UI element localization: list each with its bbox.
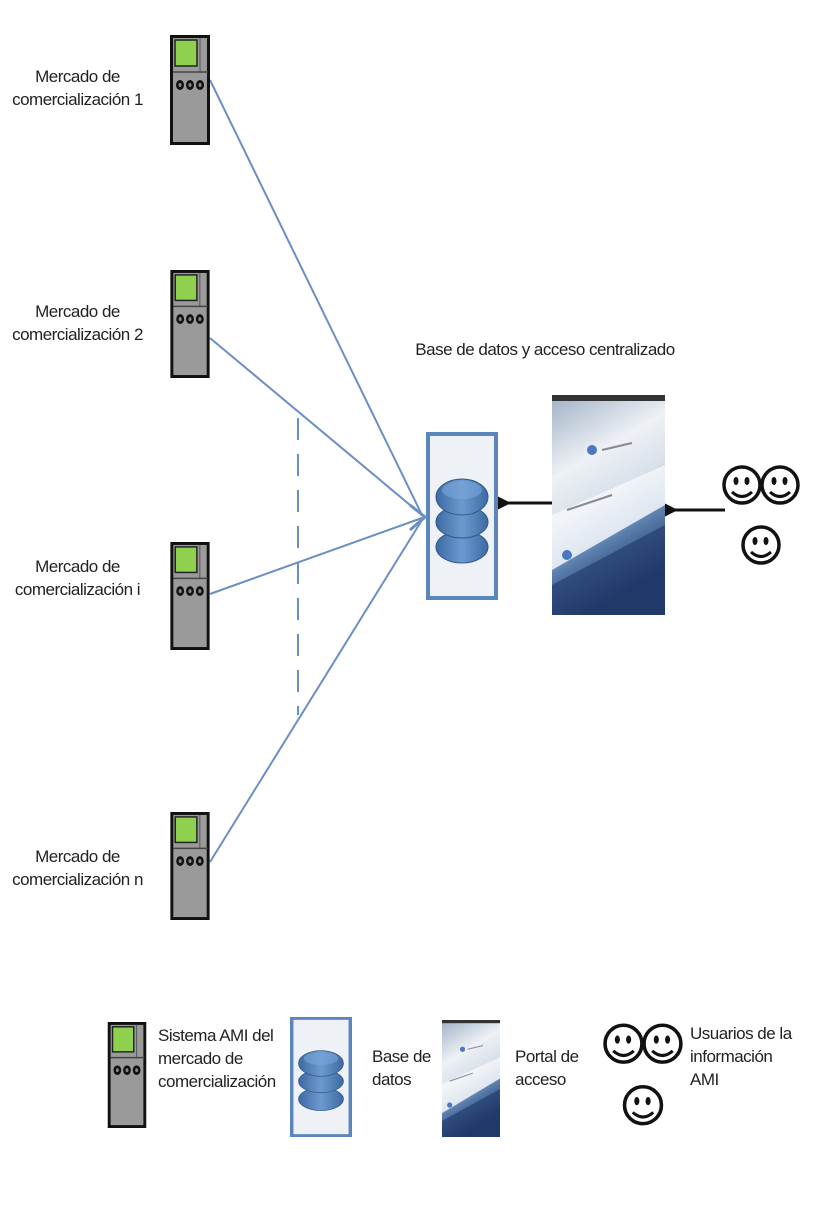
legend-database-icon bbox=[290, 1017, 352, 1137]
legend-portal-label: Portal de acceso bbox=[515, 1045, 579, 1091]
database-icon bbox=[426, 432, 498, 600]
legend-line: información bbox=[690, 1047, 773, 1066]
legend-line: Portal de bbox=[515, 1047, 579, 1066]
legend-users-icon bbox=[603, 1012, 685, 1142]
legend-meter-icon bbox=[107, 1022, 147, 1128]
legend-portal-icon bbox=[442, 1020, 500, 1137]
ami-meter-icon bbox=[170, 812, 210, 920]
connector-market-n bbox=[209, 519, 423, 863]
market-label-1: Mercado de comercialización 1 bbox=[0, 65, 155, 111]
ami-meter-icon bbox=[170, 542, 210, 650]
market-label-line: comercialización 1 bbox=[12, 90, 143, 109]
market-label-line: Mercado de bbox=[35, 847, 120, 866]
ami-meter-icon bbox=[170, 35, 210, 145]
central-title: Base de datos y acceso centralizado bbox=[415, 340, 675, 359]
legend-line: mercado de bbox=[158, 1049, 243, 1068]
market-label-line: comercialización i bbox=[14, 580, 141, 599]
users-icon bbox=[722, 455, 802, 580]
legend-line: acceso bbox=[515, 1070, 566, 1089]
legend-meter-label: Sistema AMI del mercado de comercializació… bbox=[158, 1024, 276, 1093]
market-label-line: Mercado de bbox=[35, 557, 120, 576]
access-portal-image bbox=[552, 395, 665, 615]
market-label-line: Mercado de bbox=[35, 67, 120, 86]
connector-market-1 bbox=[209, 79, 423, 516]
legend-line: Base de bbox=[372, 1047, 431, 1066]
legend-database-label: Base de datos bbox=[372, 1045, 431, 1091]
legend-line: Usuarios de la bbox=[690, 1024, 792, 1043]
legend-line: Sistema AMI del bbox=[158, 1026, 274, 1045]
legend-line: comercialización bbox=[158, 1072, 276, 1091]
legend-line: datos bbox=[372, 1070, 412, 1089]
market-label-line: comercialización n bbox=[12, 870, 143, 889]
ami-meter-icon bbox=[170, 270, 210, 378]
market-label-line: Mercado de bbox=[35, 302, 120, 321]
market-label-line: comercialización 2 bbox=[12, 325, 143, 344]
connector-market-2 bbox=[209, 337, 423, 516]
market-label-n: Mercado de comercialización n bbox=[0, 845, 155, 891]
market-label-2: Mercado de comercialización 2 bbox=[0, 300, 155, 346]
connector-arrowhead bbox=[409, 503, 428, 532]
connector-market-i bbox=[209, 517, 423, 595]
legend-line: AMI bbox=[690, 1070, 719, 1089]
market-label-i: Mercado de comercialización i bbox=[0, 555, 155, 601]
